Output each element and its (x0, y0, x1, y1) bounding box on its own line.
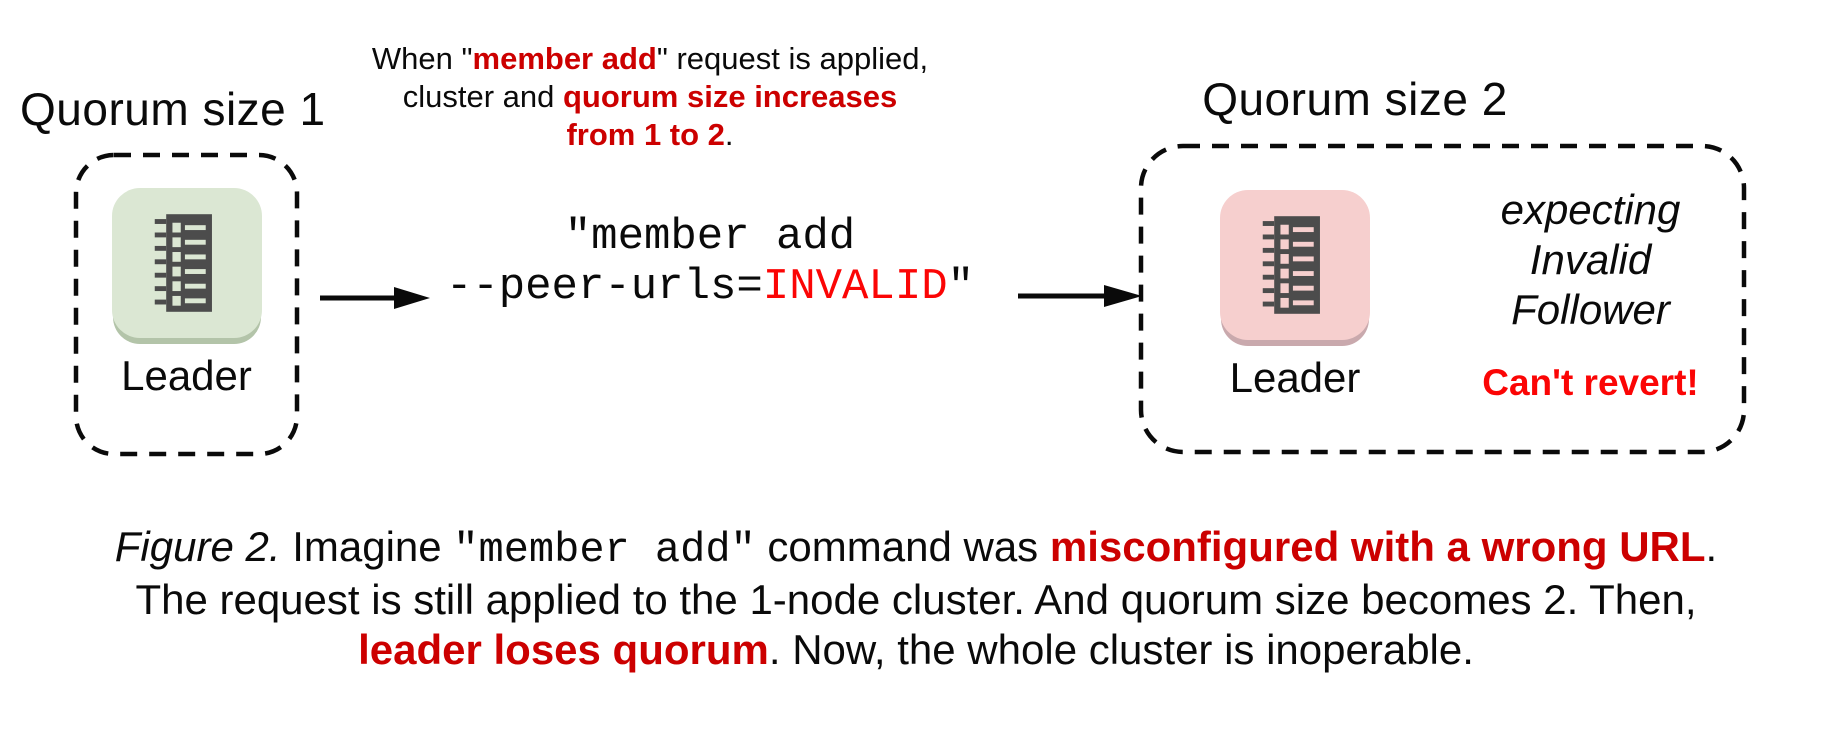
command-line: --peer-urls=INVALID" (445, 262, 975, 312)
command-line: "member add (564, 212, 856, 262)
server-icon (135, 202, 239, 324)
arrow-right-icon (1018, 285, 1142, 307)
left-cluster-box: Leader (73, 152, 300, 457)
leader-label: Leader (1229, 354, 1361, 401)
member-add-note: When "member add" request is applied, cl… (340, 40, 960, 154)
dashed-border (1138, 143, 1747, 455)
leader-node-broken (1220, 190, 1370, 340)
caption-line: Figure 2. Imagine "member add" command w… (114, 523, 1718, 574)
note-line: from 1 to 2. (566, 117, 734, 152)
right-cluster-title: Quorum size 2 (1202, 73, 1508, 125)
cant-revert-warning: Can't revert! (1482, 362, 1699, 403)
note-line: When "member add" request is applied, (371, 41, 929, 76)
leader-label: Leader (121, 352, 252, 399)
note-line: cluster and quorum size increases (402, 79, 898, 114)
figure-caption: Figure 2. Imagine "member add" command w… (0, 522, 1832, 675)
right-cluster-box: Leader expecting Invalid Follower Can't … (1138, 143, 1747, 455)
left-cluster-title: Quorum size 1 (20, 83, 326, 135)
caption-line: The request is still applied to the 1-no… (135, 576, 1697, 623)
expecting-text: Follower (1511, 286, 1670, 333)
dashed-border (73, 152, 300, 457)
expecting-text: Invalid (1529, 236, 1652, 283)
member-add-command: "member add --peer-urls=INVALID" (420, 212, 1000, 312)
leader-node-healthy (111, 188, 262, 338)
server-icon (1243, 204, 1347, 326)
arrow-right-icon (320, 287, 430, 309)
caption-line: leader loses quorum. Now, the whole clus… (358, 626, 1474, 673)
expecting-text: expecting (1500, 186, 1681, 233)
